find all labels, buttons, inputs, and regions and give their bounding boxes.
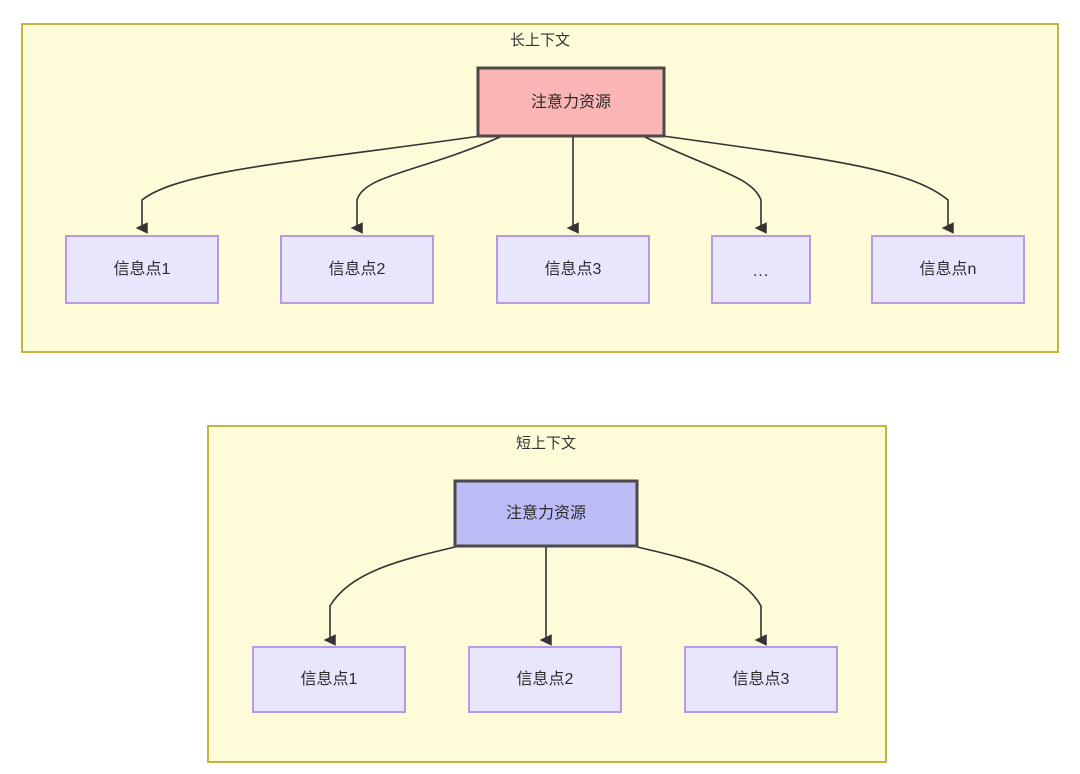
node-rect-leaf-2-short[interactable]	[468, 646, 622, 713]
edge-group-short-context	[323, 546, 767, 646]
node-rect-leaf-3-long[interactable]	[496, 235, 650, 304]
node-hub-long-context[interactable]: 注意力资源	[476, 66, 666, 138]
edge-hub-to-leaf-3-short	[636, 546, 767, 646]
node-label-hub-long-context: 注意力资源	[531, 92, 611, 111]
node-hub-short-context[interactable]: 注意力资源	[453, 479, 639, 548]
node-leaf-3-short[interactable]: 信息点3	[684, 646, 838, 713]
node-leaf-n-long[interactable]: 信息点n	[871, 235, 1025, 304]
group-title-short-context: 短上下文	[516, 435, 576, 452]
node-label-leaf-n-long: 信息点n	[920, 260, 977, 278]
node-label-leaf-1-long: 信息点1	[114, 260, 171, 278]
node-label-hub-short-context: 注意力资源	[506, 503, 586, 522]
node-rect-leaf-ellipsis-long[interactable]	[711, 235, 811, 304]
node-label-leaf-3-long: 信息点3	[545, 260, 602, 278]
node-label-leaf-1-short: 信息点1	[301, 670, 358, 688]
node-rect-hub-short-context[interactable]	[453, 479, 639, 548]
edge-hub-to-leaf-1	[135, 135, 481, 234]
group-long-context: 长上下文 注意力资源 信息点1 信息点2	[21, 23, 1059, 353]
group-title-long-context: 长上下文	[510, 32, 570, 49]
node-leaf-2-long[interactable]: 信息点2	[280, 235, 434, 304]
node-leaf-3-long[interactable]: 信息点3	[496, 235, 650, 304]
node-rect-leaf-n-long[interactable]	[871, 235, 1025, 304]
node-label-leaf-3-short: 信息点3	[733, 670, 790, 688]
node-rect-leaf-2-long[interactable]	[280, 235, 434, 304]
node-rect-leaf-1-long[interactable]	[65, 235, 219, 304]
node-leaf-ellipsis-long[interactable]: ...	[711, 235, 811, 304]
edge-hub-to-leaf-n	[662, 135, 954, 234]
node-rect-leaf-1-short[interactable]	[252, 646, 406, 713]
edge-hub-to-leaf-2	[350, 136, 501, 234]
node-label-leaf-2-long: 信息点2	[329, 260, 386, 278]
group-short-context: 短上下文 注意力资源 信息点1 信息点2	[207, 425, 887, 763]
edge-group-long-context	[135, 135, 954, 234]
node-label-leaf-2-short: 信息点2	[517, 670, 574, 688]
edge-hub-to-leaf-1-short	[323, 546, 456, 646]
node-leaf-2-short[interactable]: 信息点2	[468, 646, 622, 713]
edge-hub-to-leaf-ellipsis	[644, 136, 767, 234]
node-rect-leaf-3-short[interactable]	[684, 646, 838, 713]
node-label-leaf-ellipsis-long: ...	[753, 263, 769, 280]
node-leaf-1-short[interactable]: 信息点1	[252, 646, 406, 713]
node-rect-hub-long-context[interactable]	[476, 66, 666, 138]
node-leaf-1-long[interactable]: 信息点1	[65, 235, 219, 304]
